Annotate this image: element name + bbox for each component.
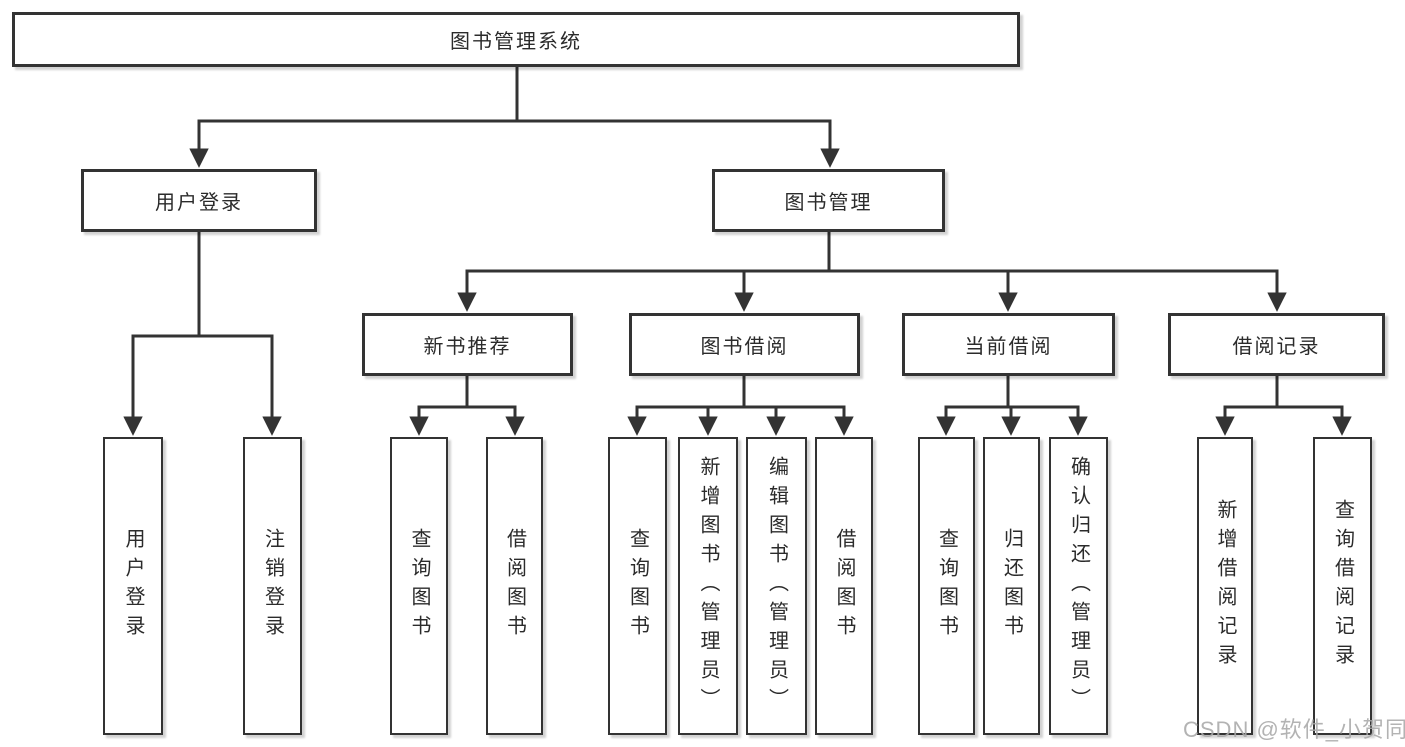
watermark: CSDN @软件_小贺同学 [1183, 717, 1405, 742]
node-cb-return-books: 归还图书 [983, 437, 1040, 735]
node-bb-query-books: 查询图书 [608, 437, 667, 735]
node-nb-borrow-books: 借阅图书 [486, 437, 543, 735]
node-book-management: 图书管理 [712, 169, 945, 232]
node-br-add-record: 新增借阅记录 [1197, 437, 1253, 735]
node-book-borrowing: 图书借阅 [629, 313, 860, 376]
node-current-borrowing: 当前借阅 [902, 313, 1115, 376]
node-borrowing-records: 借阅记录 [1168, 313, 1385, 376]
node-nb-query-books: 查询图书 [390, 437, 448, 735]
node-root: 图书管理系统 [12, 12, 1020, 67]
node-cb-confirm-return-admin: 确认归还（管理员） [1049, 437, 1108, 735]
node-br-query-record: 查询借阅记录 [1313, 437, 1372, 735]
node-user-login: 用户登录 [81, 169, 317, 232]
node-bb-borrow-books: 借阅图书 [815, 437, 873, 735]
node-cb-query-books: 查询图书 [918, 437, 975, 735]
node-bb-edit-books-admin: 编辑图书（管理员） [746, 437, 807, 735]
node-bb-add-books-admin: 新增图书（管理员） [678, 437, 738, 735]
node-logout: 注销登录 [243, 437, 302, 735]
node-new-book-recommend: 新书推荐 [362, 313, 573, 376]
node-user-login-action: 用户登录 [103, 437, 163, 735]
